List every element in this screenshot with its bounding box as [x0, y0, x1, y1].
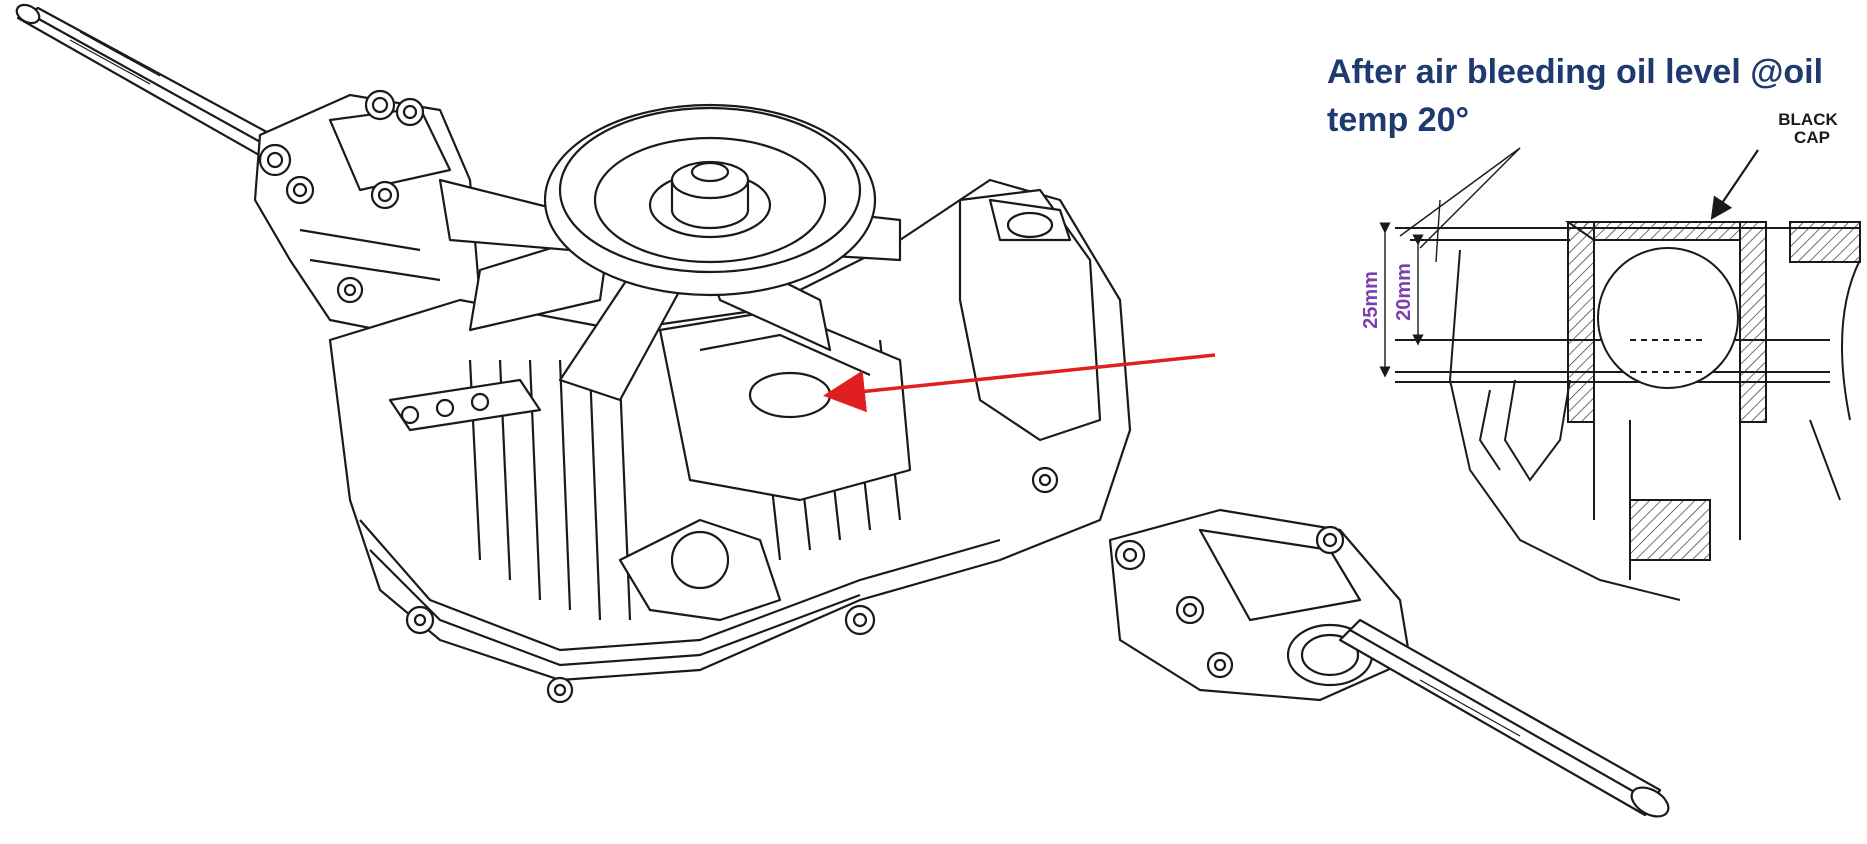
left-axle-housing: [253, 89, 482, 342]
transaxle-drawing: [15, 3, 1670, 818]
oil-fill-pointer-arrow: [823, 353, 1216, 413]
oil-level-detail: [1379, 147, 1861, 601]
black-cap-label-line2: CAP: [1794, 128, 1830, 147]
caption-line-1: After air bleeding oil level @oil: [1327, 53, 1824, 91]
dimension-25mm: 25mm: [1360, 271, 1382, 329]
oil-level-caption: After air bleeding oil level @oil temp 2…: [1327, 48, 1847, 144]
black-cap-label-line1: BLACK: [1778, 110, 1838, 129]
right-axle-shaft: [1338, 618, 1670, 818]
left-axle-shaft: [15, 3, 302, 170]
drive-pulley: [543, 103, 877, 297]
right-axle-housing: [1108, 508, 1412, 702]
caption-line-2: temp 20°: [1327, 101, 1470, 139]
gearbox-body: [328, 178, 1132, 704]
dimension-20mm: 20mm: [1393, 263, 1415, 321]
